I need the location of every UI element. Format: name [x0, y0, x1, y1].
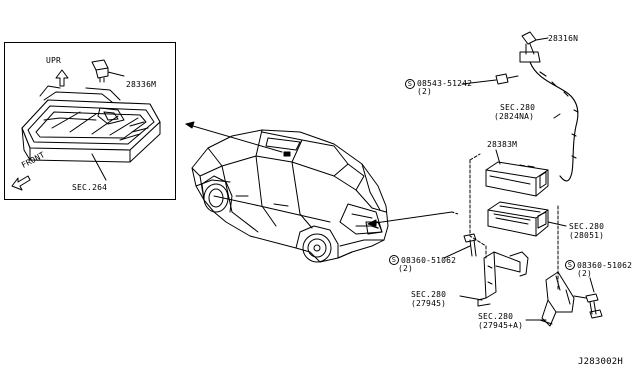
- antenna-part-label: 28316N: [548, 34, 579, 43]
- module-part-label: 28383M: [487, 140, 518, 149]
- sec280b-leader: [547, 221, 567, 227]
- inset-frame: [4, 42, 176, 200]
- screw-symbol-left: S: [391, 256, 397, 264]
- screw-right-qty: (2): [577, 269, 593, 278]
- screw-left-leader: [443, 245, 471, 259]
- upr-label: UPR: [46, 56, 62, 65]
- sec280a-leader: [553, 113, 561, 119]
- front-arrow-icon: [11, 175, 31, 191]
- inset-sec-leader: [91, 153, 107, 181]
- sec280d-ref: (27945+A): [478, 321, 524, 330]
- sec280c-label: SEC.280: [411, 290, 447, 299]
- screw-symbol-icon: [389, 79, 575, 270]
- sec280b-label: SEC.280: [569, 222, 605, 231]
- map-lamp-part: [91, 59, 125, 83]
- antenna-part: [519, 31, 549, 63]
- sec280c-ref: (27945): [411, 299, 447, 308]
- inset-lamp-part-label: 28336M: [126, 80, 157, 89]
- screw-left-qty: (2): [398, 264, 414, 273]
- sec280a-label: SEC.280: [500, 103, 536, 112]
- module-group-dash: [469, 159, 487, 247]
- screw-right-leader: [589, 277, 595, 293]
- screw-top: [495, 73, 519, 85]
- sec280c-leader: [459, 295, 483, 301]
- module-pointer-line: [367, 211, 459, 227]
- screw-top-leader: [461, 79, 497, 85]
- bracket-27945a: [539, 271, 575, 327]
- diagram-code: J283002H: [578, 357, 623, 367]
- screw-left-label: 08360-51062: [401, 256, 457, 265]
- sec280a-ref: (2824NA): [494, 112, 535, 121]
- sec280b-ref: (28051): [569, 231, 605, 240]
- module-28051: [487, 201, 549, 237]
- screw-top-qty: (2): [417, 87, 433, 96]
- vehicle-illustration: [191, 129, 389, 263]
- inset-sec-label: SEC.264: [72, 183, 108, 192]
- bolt-left: [463, 233, 477, 257]
- roof-console-illustration: [21, 85, 161, 163]
- up-arrow-icon: [55, 69, 69, 87]
- antenna-harness: [529, 61, 579, 182]
- screw-top-label: 08543-51242: [417, 79, 473, 88]
- roof-pointer-line: [185, 121, 283, 153]
- module-28383m: [485, 161, 549, 197]
- sec280d-label: SEC.280: [478, 312, 514, 321]
- bracket-27945: [477, 251, 529, 307]
- module-part-leader: [495, 149, 501, 165]
- screw-symbol-top: S: [407, 80, 413, 88]
- screw-symbol-right: S: [567, 261, 573, 269]
- bolt-right: [573, 293, 603, 319]
- screw-right-label: 08360-51062: [577, 261, 633, 270]
